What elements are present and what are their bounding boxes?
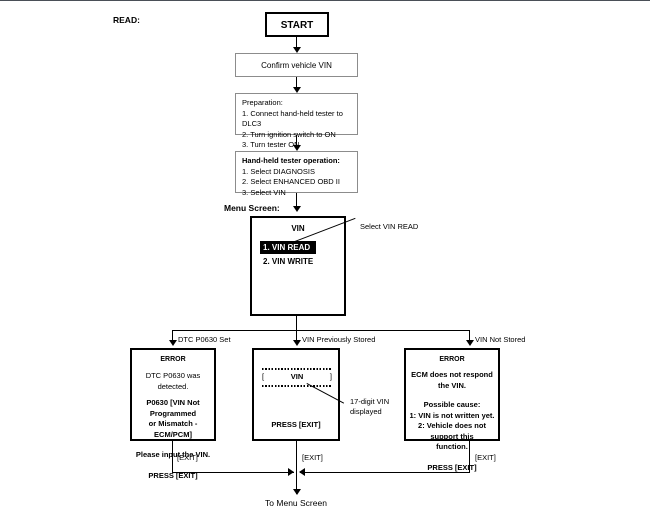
screen-error-dtc-line-2: P0630 [VIN Not Programmed [146,398,200,418]
branch-label-dtc-set: DTC P0630 Set [178,335,231,344]
arrowhead-menu [293,206,301,212]
menu-screen-label: Menu Screen: [224,203,280,213]
branch-label-vin-not-stored: VIN Not Stored [475,335,526,344]
connector-confirm-prep [296,77,297,89]
arrowhead-exit-left [288,468,294,476]
screen-error-not-stored: ERROR ECM does not respond the VIN. Poss… [404,348,500,472]
page-title: READ: [113,15,140,25]
connector-menu-bus [296,316,297,330]
vin-field-value: VIN [290,372,304,381]
exit-path-right-horizontal [300,472,469,473]
node-start: START [265,12,329,37]
node-menu-screen: VIN 1. VIN READ 2. VIN WRITE [250,216,346,316]
exit-label-right: [EXIT] [475,453,496,462]
connector-to-menu-screen [296,472,297,494]
vin-field-rule-top [262,368,332,370]
branch-drop-left [172,330,173,342]
node-tester-operation: Hand-held tester operation: 1. Select DI… [235,151,358,197]
vin-field-row: [ VIN ] [262,372,332,384]
preparation-step-3: 3. Turn tester ON [242,140,300,149]
exit-path-right-vertical [469,441,470,473]
annotation-17-digit-vin-line2: displayed [350,407,382,416]
annotation-17-digit-vin-line1: 17-digit VIN [350,397,390,406]
screen-error-not-stored-line-5: function. [436,442,468,451]
arrowhead-branch-right [466,340,474,346]
screen-error-dtc-line-4: Please input the VIN. [135,450,211,459]
screen-error-not-stored-line-2: Possible cause: [423,400,481,409]
annotation-select-vin-read: Select VIN READ [360,222,419,231]
vin-field-rule-bottom [262,385,332,387]
menu-item-vin-read[interactable]: 1. VIN READ [260,241,344,254]
preparation-heading: Preparation: [242,98,283,107]
menu-item-vin-write-label: 2. VIN WRITE [263,257,314,266]
exit-path-middle-vertical [296,441,297,473]
branch-label-vin-stored: VIN Previously Stored [302,335,376,344]
exit-label-middle: [EXIT] [302,453,323,462]
screen-error-not-stored-line-4: 2: Vehicle does not support this [418,421,486,441]
node-confirm-vin: Confirm vehicle VIN [235,53,358,77]
menu-item-vin-read-label: 1. VIN READ [260,241,317,254]
arrowhead-to-menu-screen [293,489,301,495]
node-start-label: START [280,20,314,31]
vin-bracket-left: [ [262,372,265,381]
menu-screen-title: VIN [291,224,305,233]
footer-to-menu-screen: To Menu Screen [265,498,327,508]
arrowhead-branch-left [169,340,177,346]
screen-error-dtc-footer: PRESS [EXIT] [148,470,198,480]
tester-operation-heading: Hand-held tester operation: [242,156,340,165]
branch-drop-middle [296,330,297,342]
screen-error-dtc-line-1: DTC P0630 was detected. [145,371,201,391]
exit-path-left-vertical [172,441,173,473]
arrowhead-tester [293,145,301,151]
preparation-step-2: 2. Turn ignition switch to ON [242,129,336,139]
preparation-step-1: 1. Connect hand-held tester to DLC3 [242,108,343,129]
exit-label-left: [EXIT] [177,453,198,462]
screen-error-not-stored-line-1: ECM does not respond the VIN. [411,370,493,390]
menu-item-vin-write[interactable]: 2. VIN WRITE [260,256,344,267]
branch-bus-line [172,330,469,331]
connector-tester-menu [296,193,297,208]
exit-path-left-horizontal [172,472,294,473]
vin-bracket-right: ] [329,372,332,381]
branch-drop-right [469,330,470,342]
screen-error-dtc-line-3: or Mismatch - ECM/PCM] [148,419,198,439]
arrowhead-confirm [293,47,301,53]
connector-prep-tester [296,135,297,147]
tester-operation-step-3: 3. Select VIN [242,187,286,197]
node-confirm-vin-label: Confirm vehicle VIN [261,61,332,70]
screen-error-not-stored-title: ERROR [439,356,465,363]
tester-operation-step-1: 1. Select DIAGNOSIS [242,166,315,176]
screen-vin-stored: [ VIN ] PRESS [EXIT] [252,348,340,441]
screen-error-not-stored-line-3: 1: VIN is not written yet. [409,410,495,420]
screen-error-dtc: ERROR DTC P0630 was detected. P0630 [VIN… [130,348,216,480]
screen-vin-stored-footer: PRESS [EXIT] [271,420,321,429]
tester-operation-step-2: 2. Select ENHANCED OBD II [242,177,340,186]
arrowhead-prep [293,87,301,93]
connector-start-confirm [296,37,297,49]
screen-error-dtc-title: ERROR [160,356,186,363]
node-preparation: Preparation: 1. Connect hand-held tester… [235,93,358,149]
arrowhead-exit-right [299,468,305,476]
arrowhead-branch-middle [293,340,301,346]
screen-error-not-stored-footer: PRESS [EXIT] [427,462,477,472]
